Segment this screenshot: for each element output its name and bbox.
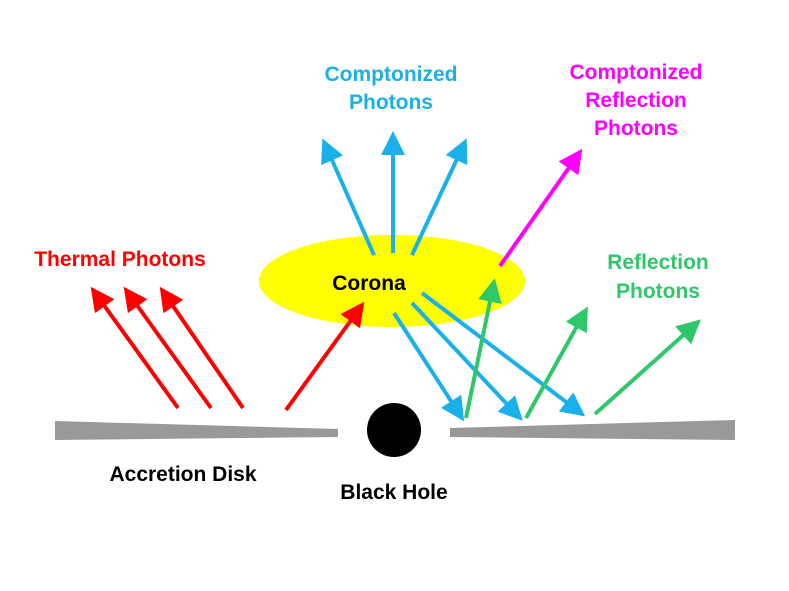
reflection-arrow-into-corona	[464, 278, 502, 419]
corona	[259, 235, 525, 327]
thermal-arrow-2	[123, 286, 213, 410]
thermal-arrow-to-corona	[284, 301, 365, 412]
accretion-disk-right	[450, 420, 735, 440]
comptonized-down-arrow-1	[392, 311, 465, 422]
corona-label: Corona	[332, 272, 406, 295]
thermal-photons-label: Thermal Photons	[34, 248, 206, 271]
comptonized-photons-label-line1: Comptonized	[325, 63, 458, 86]
thermal-arrow-3	[159, 286, 245, 410]
accretion-disk-left	[55, 421, 338, 440]
accretion-disk-label: Accretion Disk	[109, 463, 256, 486]
comptonized-reflection-label-line1: Comptonized	[570, 61, 703, 84]
comptonized-arrow-left	[321, 138, 376, 256]
comptonized-photons-label-line2: Photons	[349, 91, 433, 114]
thermal-arrow-1	[90, 286, 180, 410]
comptonized-down-arrow-3	[420, 291, 586, 417]
black-hole	[367, 403, 421, 457]
reflection-arrow-right	[593, 319, 701, 416]
comptonized-reflection-label-line3: Photons	[594, 117, 678, 140]
comptonized-down-arrow-2	[410, 301, 523, 421]
reflection-photons-label-line2: Photons	[616, 280, 700, 303]
comptonized-arrow-right	[410, 138, 468, 256]
comptonized-reflection-arrow	[498, 148, 583, 268]
black-hole-label: Black Hole	[340, 481, 447, 504]
reflection-arrow-middle	[524, 306, 588, 419]
reflection-photons-label-line1: Reflection	[607, 251, 709, 274]
comptonized-reflection-label-line2: Reflection	[585, 89, 687, 112]
